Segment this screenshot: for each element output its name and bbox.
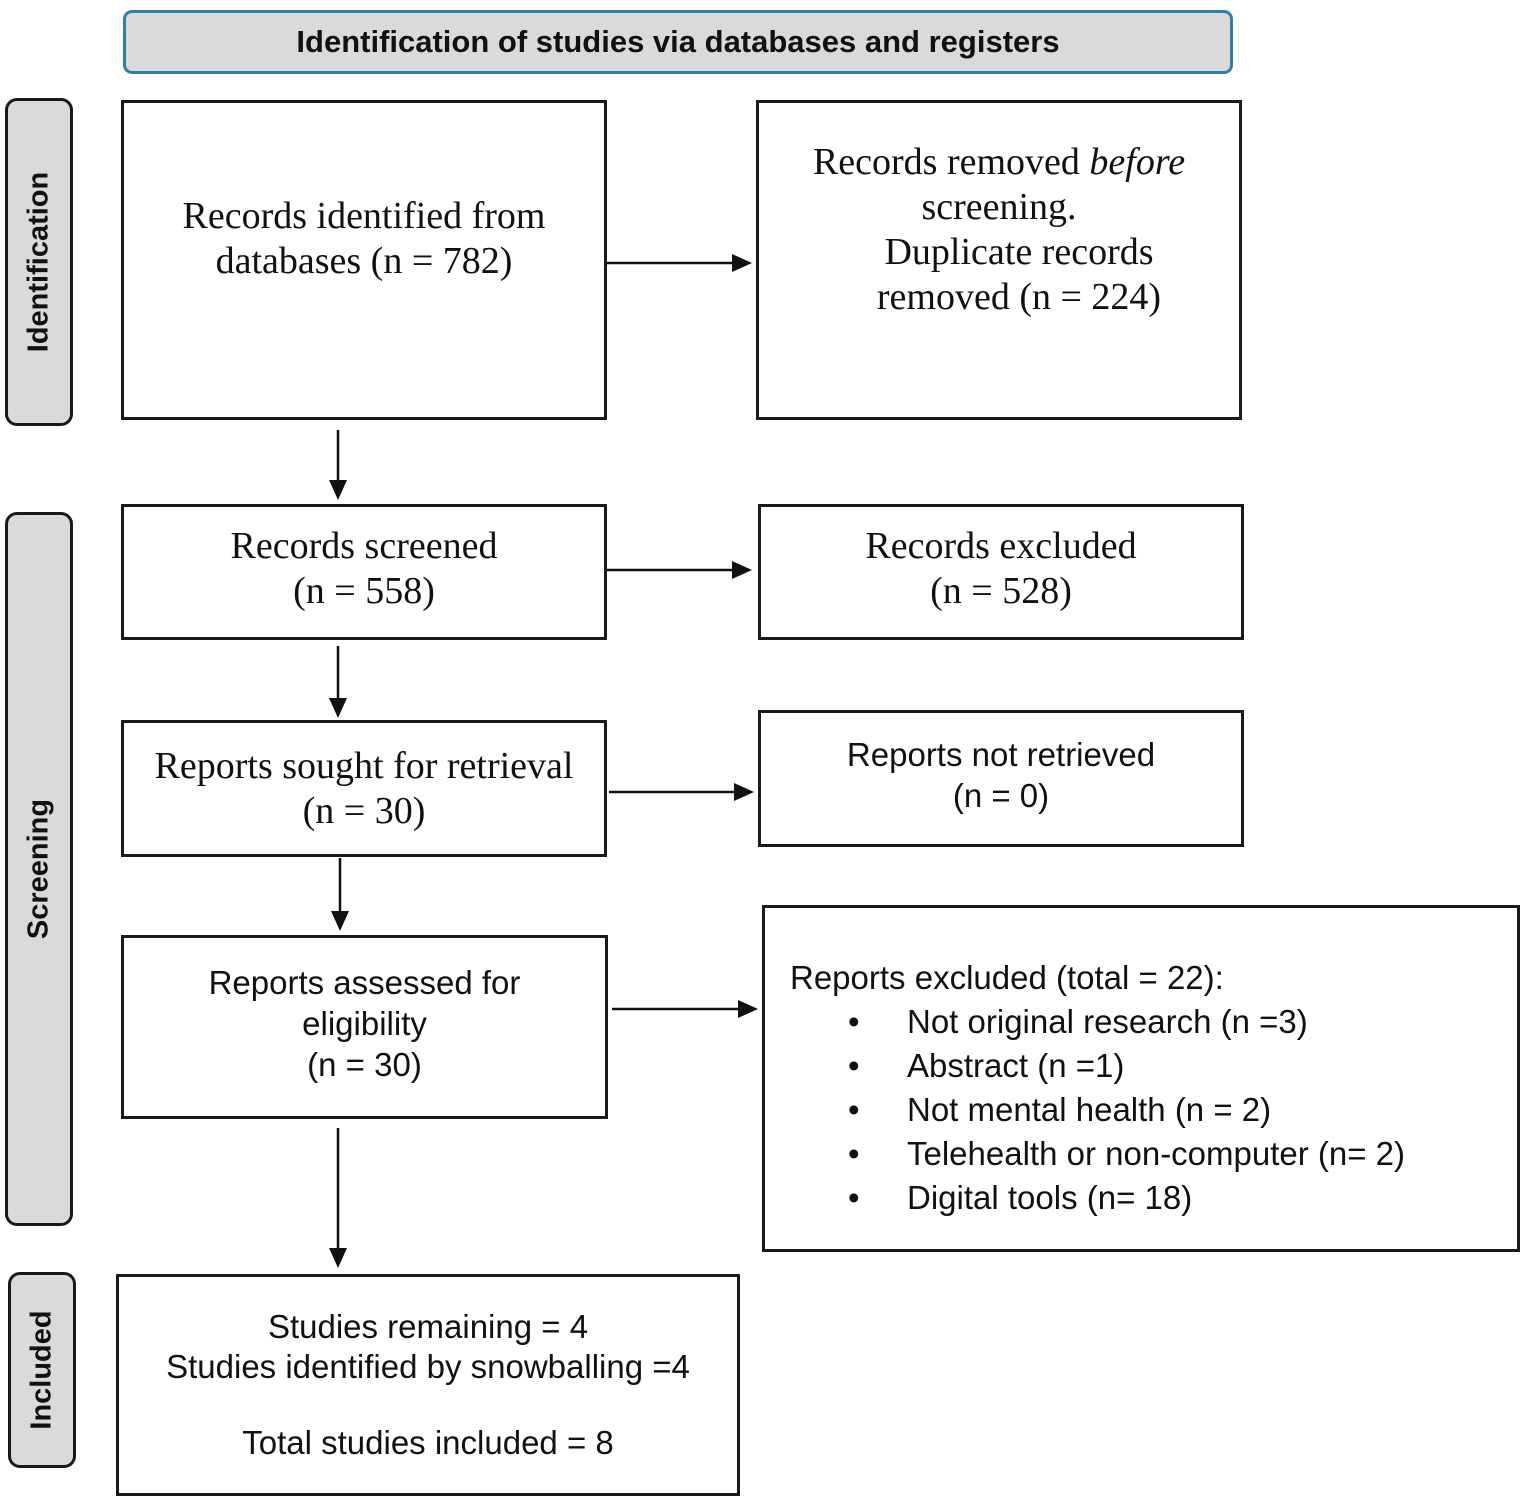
phase-included: Included — [8, 1272, 76, 1468]
arrowhead — [732, 561, 752, 579]
records-identified-line1: Records identified from — [182, 195, 546, 237]
arrowhead — [738, 1000, 758, 1018]
reports-sought-line1: Reports sought for retrieval — [154, 744, 574, 787]
records-screened-line1: Records screened — [230, 525, 498, 567]
bullet-icon: • — [848, 1179, 860, 1216]
arrowhead — [331, 911, 349, 931]
arrowhead — [734, 783, 754, 801]
list-item: • Not mental health (n = 2) — [790, 1088, 1517, 1132]
bullet-icon: • — [848, 1003, 860, 1040]
records-removed-line2: screening. — [921, 186, 1077, 228]
list-item-label: Not mental health (n = 2) — [907, 1091, 1272, 1128]
records-removed-box: Records removed before screening. Duplic… — [756, 100, 1242, 420]
phase-identification: Identification — [5, 98, 73, 426]
bullet-icon: • — [848, 1135, 860, 1172]
records-removed-line4: removed (n = 224) — [876, 276, 1162, 318]
list-item: • Telehealth or non-computer (n= 2) — [790, 1132, 1517, 1176]
records-removed-line3: Duplicate records — [884, 231, 1154, 273]
records-screened-box: Records screened (n = 558) — [121, 504, 607, 640]
records-excluded-line2: (n = 528) — [930, 570, 1072, 612]
arrowhead — [329, 480, 347, 500]
records-removed-line1-em: before — [1089, 141, 1186, 183]
header-title: Identification of studies via databases … — [296, 24, 1060, 59]
reports-not-retrieved-line1: Reports not retrieved — [846, 735, 1156, 773]
reports-sought-line2: (n = 30) — [302, 789, 426, 832]
list-item-label: Not original research (n =3) — [907, 1003, 1308, 1040]
arrowhead — [329, 698, 347, 718]
list-item: • Not original research (n =3) — [790, 1000, 1517, 1044]
records-removed-line1-pre: Records removed — [812, 141, 1090, 183]
records-identified-box: Records identified from databases (n = 7… — [121, 100, 607, 420]
included-line3: Total studies included = 8 — [242, 1424, 614, 1461]
reports-assessed-line1: Reports assessed for — [208, 963, 521, 1001]
bullet-icon: • — [848, 1091, 860, 1128]
included-line2: Studies identified by snowballing =4 — [166, 1348, 690, 1385]
reports-assessed-box: Reports assessed for eligibility (n = 30… — [121, 935, 608, 1119]
reports-excluded-box: Reports excluded (total = 22): • Not orig… — [762, 905, 1520, 1252]
arrowhead — [732, 254, 752, 272]
list-item-label: Abstract (n =1) — [907, 1047, 1125, 1084]
reports-excluded-list: • Not original research (n =3) • Abstract … — [790, 1000, 1517, 1220]
records-screened-line2: (n = 558) — [293, 570, 435, 612]
bullet-icon: • — [848, 1047, 860, 1084]
diagram-header: Identification of studies via databases … — [123, 10, 1233, 74]
records-identified-line2: databases (n = 782) — [215, 240, 513, 282]
records-removed-line1: Records removed before — [813, 140, 1185, 185]
reports-not-retrieved-box: Reports not retrieved (n = 0) — [758, 710, 1244, 847]
included-box: Studies remaining = 4 Studies identified… — [116, 1274, 740, 1496]
reports-not-retrieved-line2: (n = 0) — [952, 776, 1050, 814]
list-item-label: Telehealth or non-computer (n= 2) — [907, 1135, 1406, 1172]
records-excluded-line1: Records excluded — [865, 525, 1137, 567]
reports-excluded-title: Reports excluded (total = 22): — [790, 959, 1224, 996]
records-excluded-box: Records excluded (n = 528) — [758, 504, 1244, 640]
reports-assessed-line3: (n = 30) — [307, 1045, 422, 1083]
list-item-label: Digital tools (n= 18) — [907, 1179, 1193, 1216]
arrowhead — [329, 1248, 347, 1268]
reports-sought-box: Reports sought for retrieval (n = 30) — [121, 720, 607, 857]
reports-assessed-line2: eligibility — [302, 1004, 427, 1042]
phase-screening: Screening — [5, 512, 73, 1226]
list-item: • Digital tools (n= 18) — [790, 1176, 1517, 1220]
included-line1: Studies remaining = 4 — [267, 1308, 589, 1345]
list-item: • Abstract (n =1) — [790, 1044, 1517, 1088]
